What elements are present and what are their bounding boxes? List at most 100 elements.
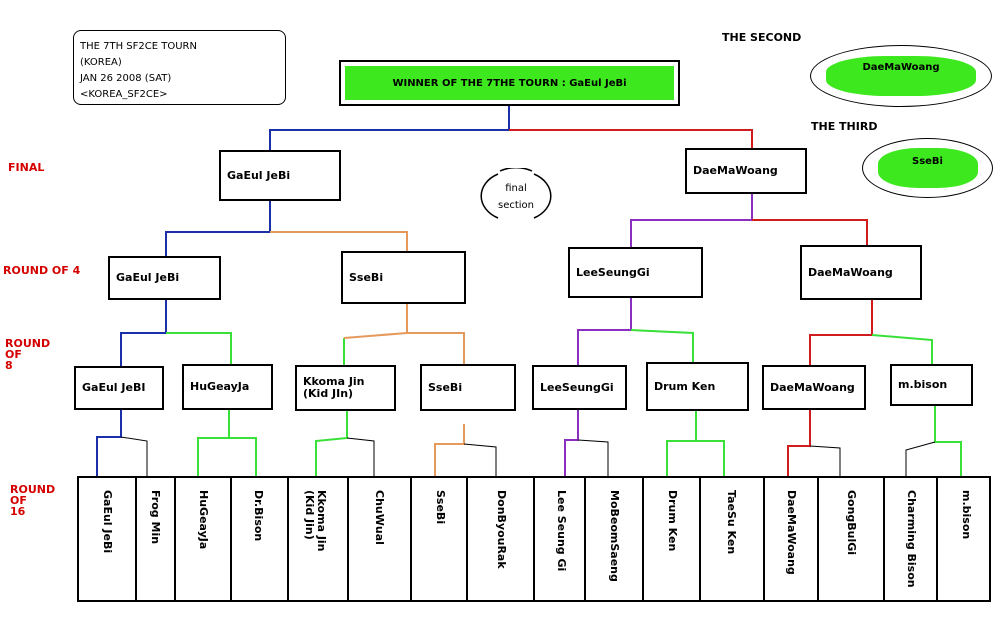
third-place-title: THE THIRD	[811, 120, 878, 133]
r8-player-4: SseBi	[428, 380, 463, 394]
r16-cell-2: Frog Min	[135, 478, 174, 600]
bracket-connector-2	[509, 129, 753, 148]
r8-player-7: DaeMaWoang	[770, 380, 855, 394]
bracket-connector-21	[346, 437, 375, 476]
round-of-16-strip: GaEul JeBi Frog Min HuGeayJa Dr.Bison Kk…	[77, 476, 991, 602]
bracket-connector-7	[120, 300, 167, 366]
r16-player-11: Drum Ken	[666, 490, 679, 552]
r16-player-5: Kkoma Jin (Kid Jin)	[303, 490, 328, 552]
bracket-connector-1	[269, 106, 510, 150]
final-player-left: GaEul JeBi	[227, 168, 291, 182]
bracket-connector-28	[787, 410, 811, 476]
info-line-organizer: <KOREA_SF2CE>	[80, 89, 168, 100]
bracket-connector-19	[229, 437, 257, 476]
second-place-name: DaeMaWoang	[826, 56, 976, 96]
r8-box-7: DaeMaWoang	[762, 365, 866, 410]
r8-player-6: Drum Ken	[654, 379, 716, 393]
bracket-connector-14	[809, 300, 873, 365]
tournament-info-box: THE 7TH SF2CE TOURN (KOREA) JAN 26 2008 …	[73, 30, 286, 105]
bracket-connector-8	[166, 332, 232, 364]
third-place-name: SseBi	[877, 148, 978, 188]
r8-player-1: GaEul JeBI	[82, 381, 146, 394]
bracket-connector-15	[871, 334, 933, 364]
second-place-title: THE SECOND	[722, 31, 802, 44]
winner-banner: WINNER OF THE 7THE TOURN : GaEul JeBi	[339, 60, 680, 106]
r16-cell-16: m.bison	[936, 478, 989, 600]
bracket-connector-13	[630, 329, 694, 362]
bracket-connector-29	[809, 445, 841, 476]
r8-box-3: Kkoma Jin (Kid JIn)	[295, 365, 396, 411]
r16-player-12: TaeSu Ken	[725, 490, 738, 555]
r16-player-15: Charming Bison	[905, 490, 918, 588]
bracket-connector-25	[577, 439, 609, 476]
r4-player-4: DaeMaWoang	[808, 265, 893, 279]
r16-player-4: Dr.Bison	[252, 490, 265, 542]
r16-cell-1: GaEul JeBi	[79, 478, 135, 600]
bracket-connector-16	[96, 410, 122, 476]
r8-box-1: GaEul JeBI	[74, 366, 164, 410]
r16-cell-6: ChuWual	[347, 478, 410, 600]
r8-box-6: Drum Ken	[646, 362, 749, 411]
r4-box-3: LeeSeungGi	[568, 247, 703, 298]
r8-box-5: LeeSeungGi	[532, 365, 627, 410]
final-player-right: DaeMaWoang	[693, 164, 778, 177]
bracket-connector-26	[666, 411, 697, 476]
bracket-connector-18	[197, 410, 230, 476]
bracket-connector-5	[630, 194, 753, 247]
r4-player-1: GaEul JeBi	[116, 271, 180, 284]
r8-player-5: LeeSeungGi	[540, 380, 614, 394]
r16-player-16: m.bison	[960, 490, 973, 540]
label-round-of-4: ROUND OF 4	[3, 264, 81, 277]
r16-cell-13: DaeMaWoang	[763, 478, 817, 600]
final-box-left: GaEul JeBi	[219, 150, 341, 201]
bracket-connector-6	[752, 219, 868, 245]
r16-player-1: GaEul JeBi	[101, 490, 114, 554]
r16-cell-3: HuGeayJa	[174, 478, 230, 600]
label-final: FINAL	[8, 161, 45, 174]
r8-box-4: SseBi	[420, 364, 516, 411]
r16-player-6: ChuWual	[373, 490, 386, 545]
label-round-of-16: ROUND OF 16	[10, 483, 56, 518]
bracket-connector-10	[406, 304, 465, 364]
r16-player-2: Frog Min	[149, 490, 162, 545]
r8-player-3: Kkoma Jin (Kid JIn)	[303, 375, 365, 400]
r16-player-14: GongBulGi	[845, 490, 858, 556]
r16-cell-7: SseBi	[410, 478, 466, 600]
info-line-date: JAN 26 2008 (SAT)	[80, 73, 172, 84]
final-section-note: final section	[497, 183, 534, 211]
r16-cell-10: MoBeomSaeng	[584, 478, 642, 600]
final-box-right: DaeMaWoang	[685, 148, 807, 194]
r16-player-9: Lee Seung Gi	[555, 490, 568, 572]
third-place-oval: SseBi	[862, 138, 993, 198]
bracket-connector-20	[315, 411, 348, 476]
r16-cell-8: DonByouRak	[466, 478, 533, 600]
r8-box-8: m.bison	[890, 364, 973, 406]
r16-cell-14: GongBulGi	[817, 478, 883, 600]
bracket-connector-3	[165, 201, 271, 256]
info-line-title: THE 7TH SF2CE TOURN	[80, 41, 197, 52]
bracket-connector-11	[343, 332, 408, 339]
r16-player-8: DonByouRak	[495, 490, 508, 569]
bracket-connector-4	[270, 231, 408, 251]
bracket-connector-30	[934, 406, 962, 476]
r4-box-2: SseBi	[341, 251, 466, 304]
bracket-connector-27	[696, 440, 725, 476]
bracket-connector-12	[577, 298, 632, 365]
bracket-connector-17	[120, 436, 148, 476]
r16-player-13: DaeMaWoang	[785, 490, 798, 575]
final-section-arc	[480, 168, 552, 219]
r4-player-2: SseBi	[349, 270, 384, 284]
r16-cell-4: Dr.Bison	[230, 478, 287, 600]
label-round-of-8: ROUND OF 8	[5, 337, 51, 372]
winner-text: WINNER OF THE 7THE TOURN : GaEul JeBi	[345, 66, 674, 100]
info-line-country: (KOREA)	[80, 57, 122, 68]
r16-cell-5: Kkoma Jin (Kid Jin)	[287, 478, 347, 600]
r16-player-10: MoBeomSaeng	[608, 490, 621, 582]
r16-cell-12: TaeSu Ken	[699, 478, 763, 600]
second-place-oval: DaeMaWoang	[810, 45, 992, 107]
bracket-connector-23	[463, 443, 497, 476]
r16-cell-11: Drum Ken	[642, 478, 699, 600]
r8-player-2: HuGeayJa	[190, 380, 250, 393]
r4-player-3: LeeSeungGi	[576, 265, 650, 279]
